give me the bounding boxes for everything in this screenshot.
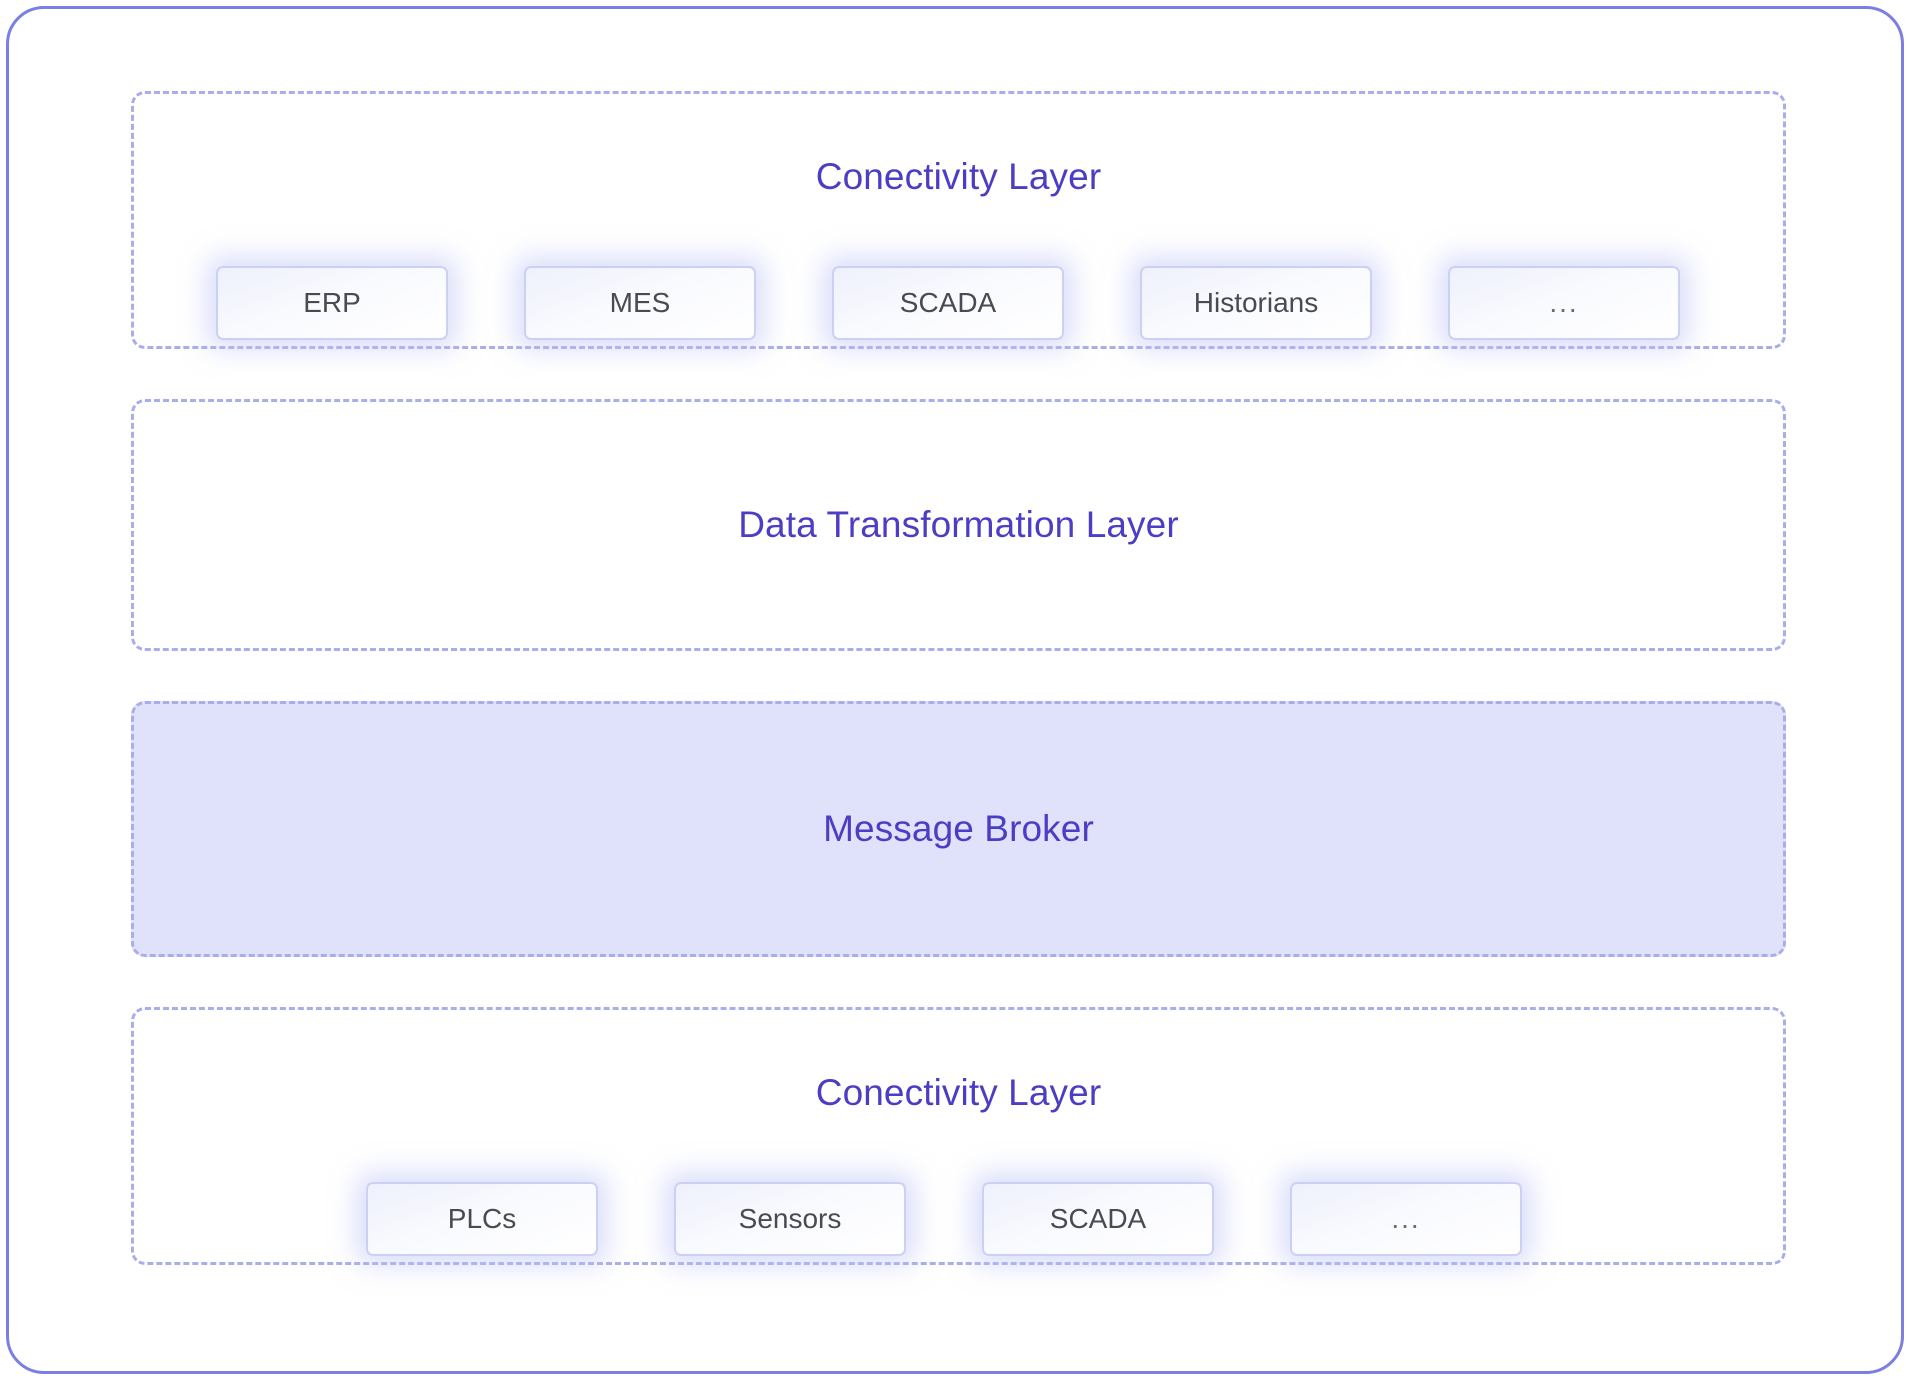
node-scada-bottom[interactable]: SCADA [982, 1182, 1214, 1257]
node-mes[interactable]: MES [524, 266, 756, 341]
node-more-bottom[interactable]: ... [1290, 1182, 1522, 1257]
layer-title-connectivity-top: Conectivity Layer [815, 155, 1102, 197]
node-mes-label: MES [609, 287, 671, 319]
node-more-top[interactable]: ... [1448, 266, 1680, 341]
node-row-connectivity-bottom: PLCs Sensors SCADA ... [134, 1182, 1783, 1257]
spacer-2 [131, 651, 1786, 701]
node-scada-bottom-label: SCADA [1049, 1203, 1147, 1235]
node-erp[interactable]: ERP [216, 266, 448, 341]
layer-connectivity-top: Conectivity Layer ERP MES SCADA Historia… [131, 91, 1786, 349]
layer-title-connectivity-bottom: Conectivity Layer [815, 1071, 1102, 1113]
layer-title-data-transformation: Data Transformation Layer [738, 503, 1179, 545]
node-scada-top[interactable]: SCADA [832, 266, 1064, 341]
node-plcs[interactable]: PLCs [366, 1182, 598, 1257]
architecture-diagram: Conectivity Layer ERP MES SCADA Historia… [6, 6, 1904, 1374]
node-more-bottom-label: ... [1391, 1203, 1421, 1235]
spacer-3 [131, 957, 1786, 1007]
node-more-top-label: ... [1549, 287, 1579, 319]
node-historians-label: Historians [1193, 287, 1319, 319]
node-plcs-label: PLCs [447, 1203, 517, 1235]
layer-connectivity-bottom: Conectivity Layer PLCs Sensors SCADA ... [131, 1007, 1786, 1265]
node-sensors[interactable]: Sensors [674, 1182, 906, 1257]
node-historians[interactable]: Historians [1140, 266, 1372, 341]
layer-stack: Conectivity Layer ERP MES SCADA Historia… [131, 91, 1786, 1301]
node-scada-top-label: SCADA [899, 287, 997, 319]
node-erp-label: ERP [303, 287, 361, 319]
layer-message-broker: Message Broker [131, 701, 1786, 957]
layer-title-message-broker: Message Broker [823, 807, 1094, 849]
node-sensors-label: Sensors [738, 1203, 842, 1235]
spacer-1 [131, 349, 1786, 399]
node-row-connectivity-top: ERP MES SCADA Historians ... [134, 266, 1783, 341]
layer-data-transformation: Data Transformation Layer [131, 399, 1786, 651]
